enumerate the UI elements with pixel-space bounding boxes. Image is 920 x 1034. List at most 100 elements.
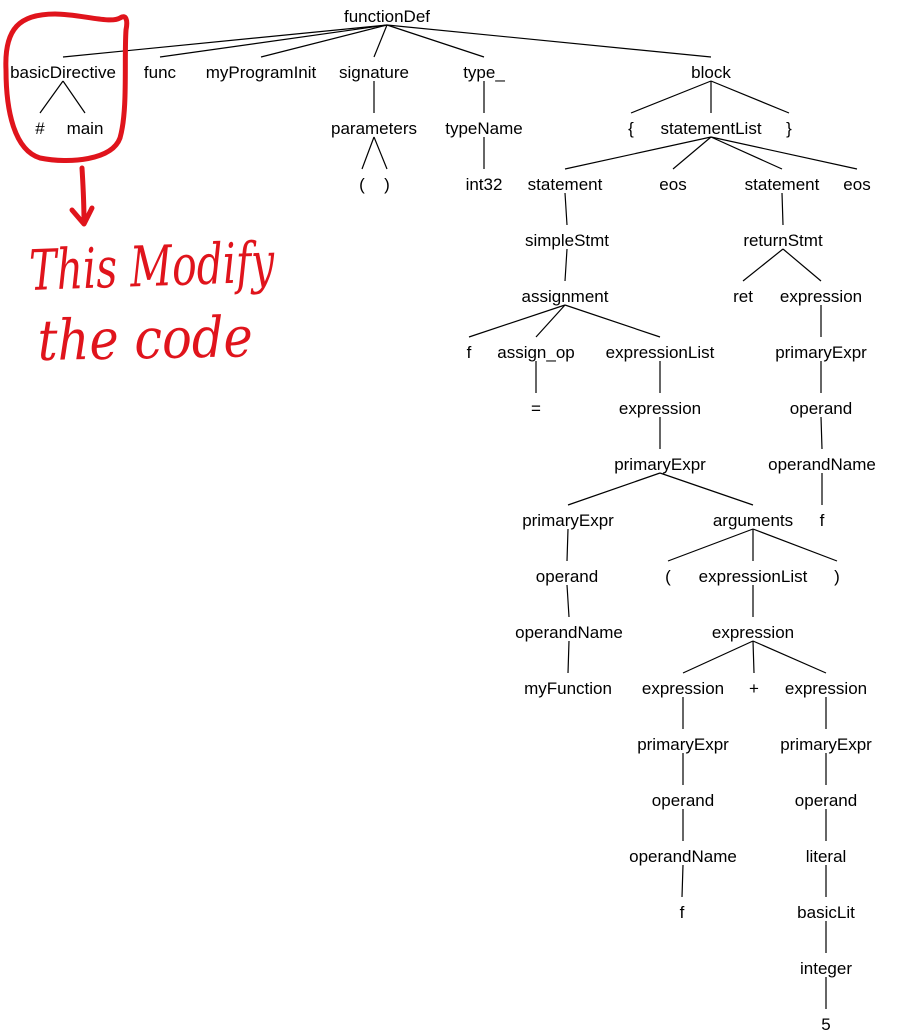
tree-node-statementList: statementList: [660, 119, 761, 138]
tree-node-basicLit: basicLit: [797, 903, 855, 922]
tree-node-five: 5: [821, 1015, 830, 1034]
tree-node-primaryExpr2: primaryExpr: [522, 511, 614, 530]
tree-edge: [260, 24, 388, 58]
tree-node-equals: =: [531, 399, 541, 418]
tree-node-expression5: expression: [780, 287, 862, 306]
tree-edge: [386, 24, 712, 58]
annotation-circle: [3, 11, 130, 163]
tree-edge: [564, 192, 568, 226]
tree-edge: [710, 136, 783, 170]
tree-node-lparen_params: (: [359, 175, 365, 194]
tree-edge: [782, 248, 822, 282]
tree-node-rbrace: }: [786, 119, 792, 138]
tree-edge: [535, 304, 566, 338]
tree-edge: [630, 80, 712, 114]
tree-edge: [566, 584, 570, 618]
tree-edge: [672, 136, 712, 170]
tree-node-statement2: statement: [745, 175, 820, 194]
tree-node-expression3: expression: [642, 679, 724, 698]
tree-node-parameters: parameters: [331, 119, 417, 138]
tree-node-myFunction: myFunction: [524, 679, 612, 698]
tree-node-ret: ret: [733, 287, 753, 306]
tree-node-rparen_params: ): [384, 175, 390, 194]
tree-edge: [710, 136, 858, 170]
tree-edge: [159, 24, 388, 58]
handwritten-annotation: This Modify the code: [3, 11, 276, 374]
tree-node-lbrace: {: [628, 119, 634, 138]
tree-edge: [62, 80, 86, 114]
tree-node-eos1: eos: [659, 175, 686, 194]
tree-node-rparen_args: ): [834, 567, 840, 586]
tree-edge: [564, 248, 568, 282]
annotation-arrow: [79, 165, 87, 225]
tree-edge: [386, 24, 485, 58]
tree-node-returnStmt: returnStmt: [743, 231, 823, 250]
tree-edge: [781, 192, 784, 226]
tree-node-operand3: operand: [795, 791, 857, 810]
tree-edge: [361, 136, 375, 170]
tree-node-expression2: expression: [712, 623, 794, 642]
tree-node-simpleStmt: simpleStmt: [525, 231, 609, 250]
tree-node-primaryExpr5: primaryExpr: [775, 343, 867, 362]
tree-edge: [752, 640, 827, 674]
tree-node-basicDirective: basicDirective: [10, 63, 116, 82]
tree-node-type_: type_: [463, 63, 505, 82]
tree-node-literal: literal: [806, 847, 847, 866]
tree-edge: [820, 416, 823, 450]
tree-node-f_ret: f: [820, 511, 825, 530]
tree-node-primaryExpr1: primaryExpr: [614, 455, 706, 474]
tree-node-operand4: operand: [790, 399, 852, 418]
tree-node-int32: int32: [466, 175, 503, 194]
tree-node-f_arg: f: [680, 903, 685, 922]
tree-node-functionDef: functionDef: [344, 7, 430, 26]
tree-edge: [564, 304, 661, 338]
tree-node-statement1: statement: [528, 175, 603, 194]
tree-node-expressionList2: expressionList: [699, 567, 808, 586]
tree-node-integer: integer: [800, 959, 852, 978]
tree-edge: [567, 640, 570, 674]
tree-edge: [659, 472, 754, 506]
tree-edges: [39, 24, 858, 1009]
tree-node-assignment: assignment: [522, 287, 609, 306]
tree-node-block: block: [691, 63, 731, 82]
tree-node-main: main: [67, 119, 104, 138]
tree-edge: [681, 864, 684, 898]
tree-node-expression4: expression: [785, 679, 867, 698]
tree-node-lparen_args: (: [665, 567, 671, 586]
tree-node-arguments: arguments: [713, 511, 793, 530]
tree-edge: [710, 80, 790, 114]
tree-edge: [62, 24, 388, 58]
tree-edge: [373, 24, 388, 58]
tree-node-primaryExpr4: primaryExpr: [780, 735, 872, 754]
tree-node-signature: signature: [339, 63, 409, 82]
tree-node-myProgramInit: myProgramInit: [206, 63, 317, 82]
tree-node-typeName: typeName: [445, 119, 522, 138]
tree-node-eos2: eos: [843, 175, 870, 194]
annotation-text-line2: the code: [37, 305, 253, 374]
tree-edge: [39, 80, 64, 114]
tree-node-expressionList1: expressionList: [606, 343, 715, 362]
tree-edge: [373, 136, 388, 170]
tree-edge: [682, 640, 754, 674]
tree-node-f_assign: f: [467, 343, 472, 362]
tree-node-operand2: operand: [652, 791, 714, 810]
tree-edge: [752, 640, 755, 674]
tree-node-operandName2: operandName: [629, 847, 737, 866]
tree-node-assign_op: assign_op: [497, 343, 575, 362]
annotation-arrowhead: [69, 205, 95, 227]
tree-node-primaryExpr3: primaryExpr: [637, 735, 729, 754]
tree-edge: [667, 528, 754, 562]
tree-edge: [566, 528, 569, 562]
tree-node-func: func: [144, 63, 177, 82]
tree-edge: [564, 136, 712, 170]
tree-node-plus: +: [749, 679, 759, 698]
tree-edge: [742, 248, 784, 282]
tree-edge: [567, 472, 661, 506]
tree-node-operandName3: operandName: [768, 455, 876, 474]
tree-node-operand1: operand: [536, 567, 598, 586]
tree-edge: [752, 528, 838, 562]
tree-node-hash: #: [35, 119, 45, 138]
tree-edge: [468, 304, 566, 338]
tree-node-expression1: expression: [619, 399, 701, 418]
